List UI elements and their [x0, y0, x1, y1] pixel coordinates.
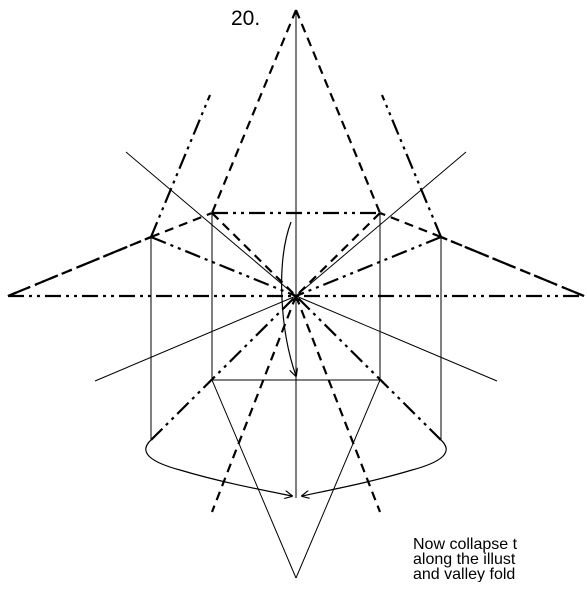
- left-short-valley-fold: [150, 211, 213, 239]
- diagonal-crease-lower-left: [94, 295, 297, 382]
- left-bottom-mountain-fold: [150, 295, 297, 441]
- curved-arrow-icon: [302, 439, 447, 496]
- instruction-line: and valley fold: [413, 566, 516, 583]
- diagonal-crease-upper-left: [125, 151, 297, 297]
- curved-arrow-icon: [145, 439, 292, 496]
- step-number: 20.: [231, 7, 261, 30]
- top-left-valley-fold: [210, 9, 298, 214]
- lower-left-radial-valley-fold: [210, 295, 298, 513]
- valley-fold-lines: [7, 9, 585, 513]
- right-upper-mountain-fold: [380, 94, 443, 238]
- fold-arrows: [145, 221, 447, 496]
- lower-right-radial-valley-fold: [294, 295, 382, 513]
- right-short-valley-fold: [379, 211, 442, 239]
- curved-arrow-icon: [281, 221, 296, 376]
- right-bottom-mountain-fold: [295, 295, 442, 441]
- crease-lines: [94, 10, 498, 579]
- right-center-mountain-fold: [295, 235, 442, 298]
- top-right-valley-fold: [294, 9, 382, 214]
- left-edge-valley-fold: [7, 235, 152, 298]
- upper-right-radial-valley-fold: [295, 212, 381, 297]
- left-upper-mountain-fold: [149, 94, 212, 238]
- instruction-line: along the illust: [413, 551, 516, 568]
- instruction-line: Now collapse t: [413, 537, 518, 553]
- left-center-mountain-fold: [150, 235, 297, 298]
- left-lower-flap-edge: [211, 379, 297, 579]
- right-lower-flap-edge: [295, 379, 381, 579]
- diagonal-crease-upper-right: [295, 151, 467, 297]
- instruction-text: Now collapse t along the illust and vall…: [413, 537, 587, 582]
- right-edge-valley-fold: [440, 235, 585, 298]
- diagonal-crease-lower-right: [295, 295, 498, 382]
